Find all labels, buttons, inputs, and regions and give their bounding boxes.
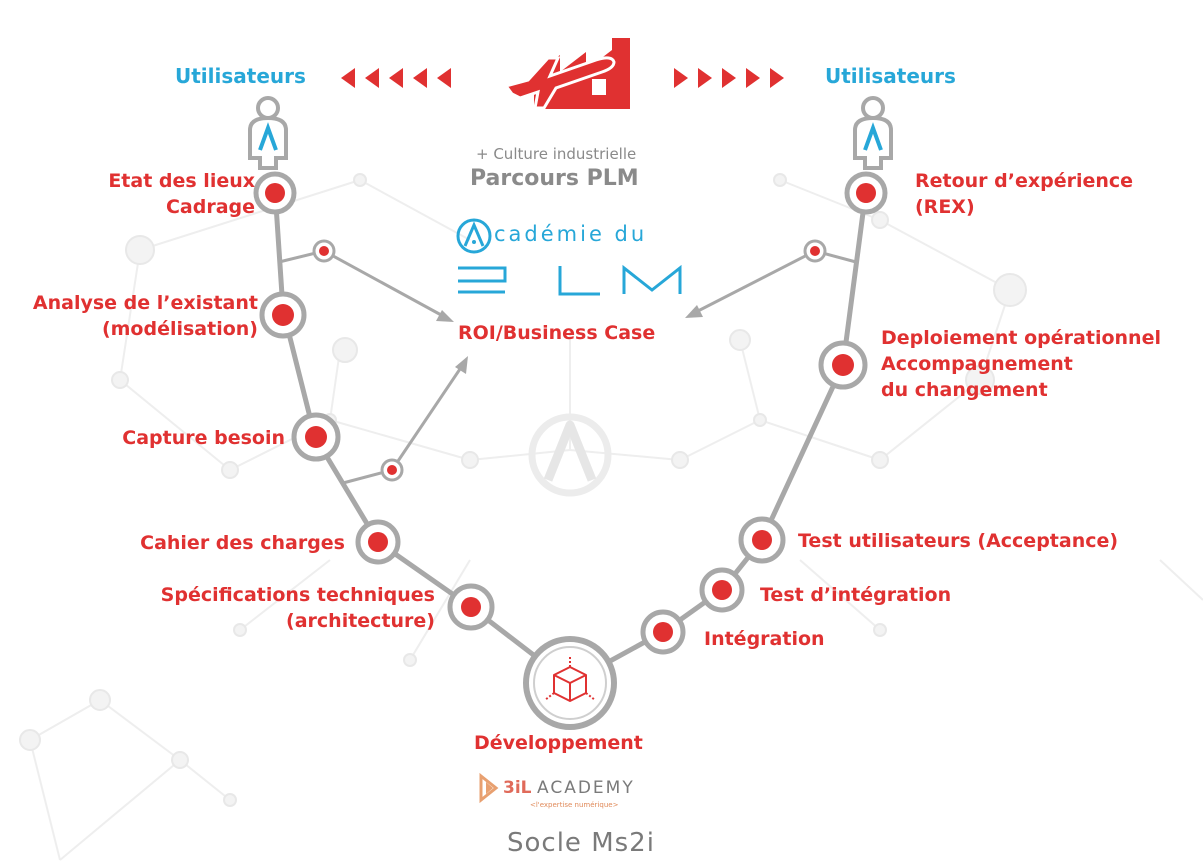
roi-connectors — [278, 249, 857, 485]
step-label-deploiement-line3: du changement — [881, 379, 1048, 401]
step-label-analyse-line2: (modélisation) — [101, 318, 258, 340]
background-network — [29, 179, 1203, 861]
step-label-rex: Retour d’expérience (REX) — [915, 168, 1133, 220]
step-node-integration — [640, 609, 686, 655]
step-label-rex-line1: Retour d’expérience — [915, 170, 1134, 192]
step-node-test-utilisateurs — [738, 516, 786, 564]
academy-tagline: <l'expertise numérique> — [530, 801, 619, 809]
step-label-cahier-line1: Cahier des charges — [140, 532, 345, 554]
step-label-test-utilisateurs-line1: Test utilisateurs (Acceptance) — [798, 530, 1119, 552]
roi-small-nodes — [312, 239, 827, 482]
development-label: Développement — [474, 732, 643, 754]
user-right-icon — [853, 96, 893, 170]
parcours-label: Parcours PLM — [470, 166, 639, 191]
step-node-specs — [447, 583, 495, 631]
step-label-cahier: Cahier des charges — [60, 530, 345, 556]
step-label-capture-line1: Capture besoin — [122, 427, 285, 449]
step-label-specs-line2: (architecture) — [286, 610, 435, 632]
step-label-rex-line2: (REX) — [915, 196, 975, 218]
step-label-deploiement: Deploiement opérationnel Accompagnement … — [881, 325, 1161, 403]
step-label-deploiement-line1: Deploiement opérationnel — [881, 327, 1161, 349]
step-label-test-utilisateurs: Test utilisateurs (Acceptance) — [798, 528, 1118, 554]
step-label-test-integration-line1: Test d’intégration — [760, 584, 952, 606]
3il-academy-logo-icon — [479, 772, 499, 804]
step-label-specs-line1: Spécifications techniques — [160, 584, 435, 606]
academie-a-logo-icon — [456, 218, 492, 254]
step-node-deploiement — [818, 340, 868, 390]
step-label-integration-line1: Intégration — [704, 628, 825, 650]
step-label-etat-line2: Cadrage — [165, 196, 255, 218]
user-left-icon — [248, 96, 288, 170]
step-node-cahier — [355, 519, 401, 565]
background-nodes — [19, 173, 1027, 807]
plm-logo-letters — [458, 264, 682, 296]
step-label-etat-line1: Etat des lieux — [108, 170, 255, 192]
socle-label: Socle Ms2i — [507, 828, 655, 858]
step-node-analyse — [259, 291, 307, 339]
right-arrows-icon — [674, 68, 784, 88]
roi-arrowheads — [436, 305, 703, 374]
watermark-a-icon — [528, 413, 612, 497]
step-nodes — [253, 171, 888, 655]
step-label-etat: Etat des lieux Cadrage — [20, 168, 255, 220]
step-label-test-integration: Test d’intégration — [760, 582, 951, 608]
cube-icon — [544, 656, 596, 702]
step-node-etat — [253, 171, 297, 215]
plane-factory-icon — [503, 38, 630, 110]
step-label-specs: Spécifications techniques (architecture) — [90, 582, 435, 634]
academy-3il-text: 3iL — [503, 778, 532, 798]
left-arrows-icon — [341, 68, 451, 88]
step-label-capture: Capture besoin — [40, 425, 285, 451]
development-node — [523, 636, 617, 730]
step-node-test-integration — [699, 567, 745, 613]
academie-text: cadémie du — [494, 222, 648, 246]
step-node-rex — [844, 171, 888, 215]
step-node-capture — [291, 412, 341, 462]
step-label-analyse: Analyse de l’existant (modélisation) — [5, 290, 258, 342]
step-label-integration: Intégration — [704, 626, 825, 652]
roi-label: ROI/Business Case — [458, 322, 656, 344]
users-right-label: Utilisateurs — [825, 64, 956, 88]
academy-word-text: ACADEMY — [537, 778, 635, 798]
step-label-analyse-line1: Analyse de l’existant — [32, 292, 258, 314]
culture-label: + Culture industrielle — [476, 145, 637, 163]
users-left-label: Utilisateurs — [175, 64, 306, 88]
step-label-deploiement-line2: Accompagnement — [881, 353, 1073, 375]
